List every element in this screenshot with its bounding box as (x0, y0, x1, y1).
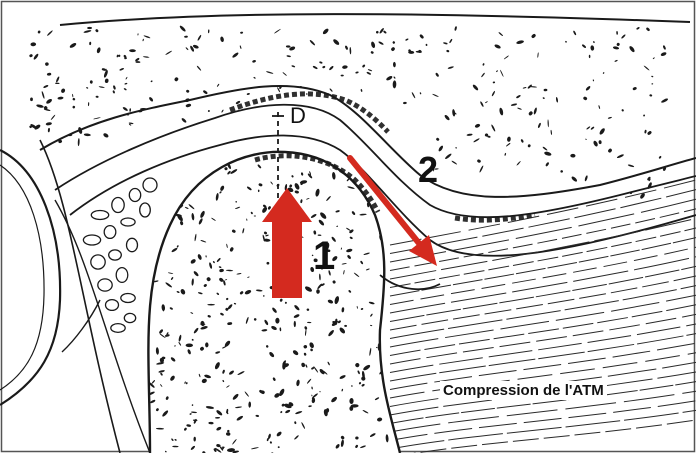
caption: Compression de l'ATM (440, 381, 607, 400)
fossa-cartilage (230, 94, 388, 132)
label-d: D (290, 103, 306, 129)
ear-canal-outline (0, 150, 60, 405)
condyle-outline (148, 152, 400, 453)
ear-canal-inner (0, 165, 44, 390)
label-arrow-2: 2 (418, 149, 438, 191)
ligament-fibres (390, 180, 696, 453)
posterior-line-2 (55, 200, 150, 453)
label-arrow-1: 1 (313, 234, 335, 279)
posterior-line-1 (40, 140, 120, 453)
temporal-bone-outline (60, 14, 690, 25)
disc-anterior (380, 275, 440, 289)
